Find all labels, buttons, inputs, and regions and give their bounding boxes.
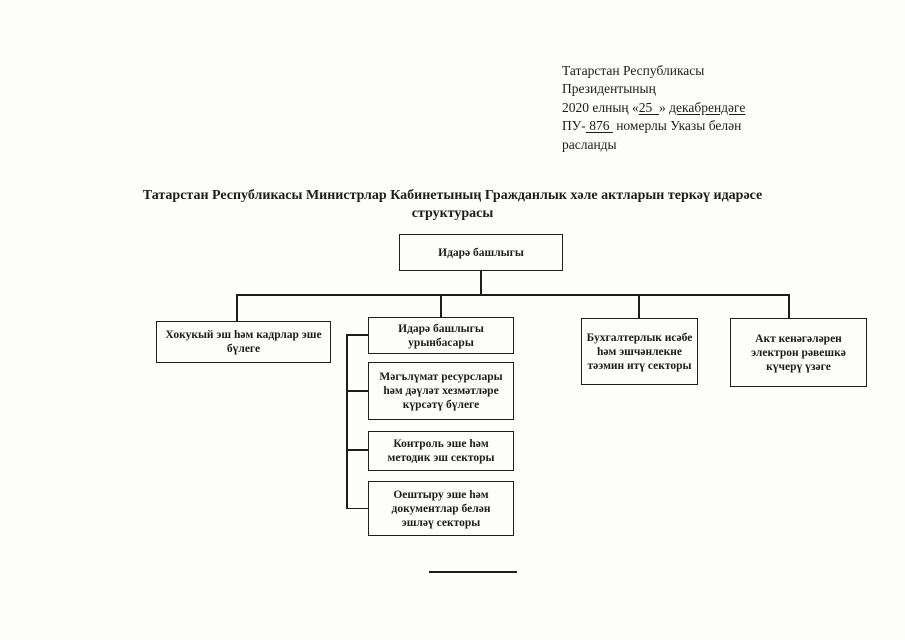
connector-stub-deputy: [346, 334, 368, 336]
connector-root-stem: [480, 270, 482, 295]
decree-month-value: декабрендәге: [669, 99, 746, 115]
approval-block: Татарстан Республикасы Президентының 202…: [562, 62, 832, 154]
connector-deputy-bracket: [346, 334, 348, 509]
connector-drop-accounting: [638, 294, 640, 319]
org-node-legal-hr-division: Хокукый эш һәм кадрлар эше бүлеге: [156, 321, 331, 363]
org-node-deputy-head: Идарә башлыгы урынбасары: [368, 317, 514, 354]
page-title: Татарстан Республикасы Министрлар Кабине…: [142, 188, 763, 221]
approval-line-2: Президентының: [562, 81, 656, 97]
connector-drop-legal: [236, 294, 238, 322]
connector-drop-deputy: [440, 294, 442, 318]
decree-number-value: 876: [585, 118, 613, 134]
approval-line-5: расланды: [562, 136, 617, 152]
org-node-accounting: Бухгалтерлык исәбе һәм эшчәнлекне тәэмин…: [581, 318, 698, 385]
approval-line-3: 2020 елның «25 » декабрендәге: [562, 99, 746, 115]
approval-line-1: Татарстан Республикасы: [562, 63, 705, 78]
connector-main-horizontal: [236, 294, 789, 296]
connector-stub-info: [346, 390, 368, 392]
decree-day-value: 25: [638, 99, 659, 115]
org-node-act-digitization: Акт кенәгәләрен электрон рәвешкә күчерү …: [730, 318, 867, 387]
org-node-info-resources: Мәгълүмат ресурслары һәм дәүләт хезмәтлә…: [368, 362, 514, 420]
connector-stub-control: [346, 449, 368, 451]
approval-line-4: ПУ- 876 номерлы Указы белән: [562, 118, 742, 134]
connector-drop-acts: [788, 294, 790, 319]
connector-stub-organizing: [346, 507, 368, 509]
org-node-head: Идарә башлыгы: [399, 234, 563, 271]
footer-rule: [429, 571, 517, 573]
org-node-control-methodic: Контроль эше һәм методик эш секторы: [368, 431, 514, 471]
org-node-organizing-docs: Оештыру эше һәм документлар белән эшләү …: [368, 481, 514, 536]
